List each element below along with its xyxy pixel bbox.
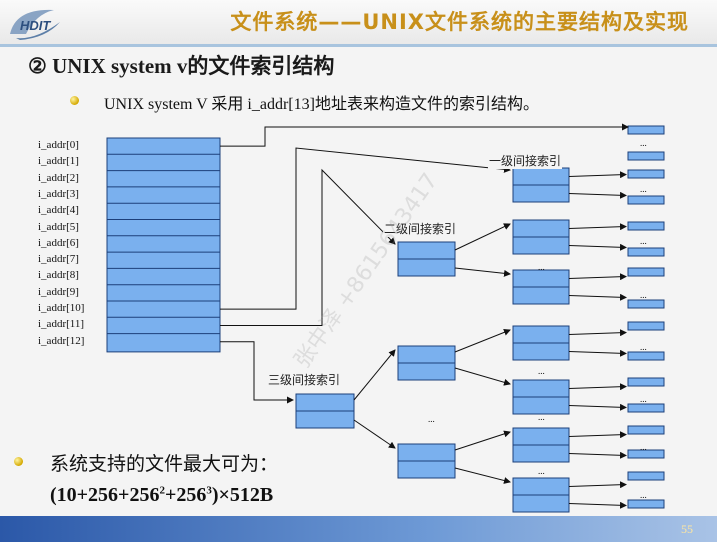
ellipsis: ... <box>640 290 647 300</box>
pointer-arrow <box>568 451 627 459</box>
bullet-icon <box>70 96 79 105</box>
pointer-arrow <box>454 223 511 251</box>
data-block <box>627 321 665 331</box>
pointer-arrow <box>353 349 396 401</box>
triple-indirect-pointer <box>220 341 294 404</box>
i-addr-label: i_addr[7] <box>38 253 79 266</box>
i-addr-label: i_addr[1] <box>38 155 79 168</box>
data-block <box>627 125 665 135</box>
bullet-icon <box>14 457 23 466</box>
data-block <box>627 267 665 277</box>
i-addr-table <box>106 137 221 353</box>
pointer-arrow <box>454 328 511 353</box>
pointer-arrow <box>568 383 627 391</box>
slide-footer: 55 <box>0 516 717 542</box>
data-block <box>627 471 665 481</box>
ellipsis: ... <box>640 236 647 246</box>
i-addr-label: i_addr[2] <box>38 171 79 184</box>
data-block <box>627 377 665 387</box>
svg-text:HDIT: HDIT <box>20 18 51 33</box>
section-heading: ② UNIX system v的文件索引结构 <box>28 54 335 78</box>
data-block <box>627 169 665 179</box>
data-block <box>627 247 665 257</box>
i-addr-label: i_addr[5] <box>38 220 79 233</box>
ellipsis: ... <box>538 412 545 422</box>
i-addr-label: i_addr[9] <box>38 285 79 298</box>
i-addr-label: i_addr[8] <box>38 269 79 282</box>
logo-icon: HDIT <box>10 9 60 40</box>
pointer-arrow <box>568 171 627 179</box>
i-addr-label: i_addr[4] <box>38 204 79 217</box>
ellipsis: ... <box>640 138 647 148</box>
pointer-arrow <box>568 243 627 251</box>
pointer-arrow <box>568 273 627 281</box>
pointer-arrow <box>454 367 511 386</box>
data-block <box>627 425 665 435</box>
pointer-arrow <box>568 223 627 231</box>
ellipsis: ... <box>538 262 545 272</box>
ellipsis: ... <box>538 466 545 476</box>
slide-title: 文件系统——UNIX文件系统的主要结构及实现 <box>230 10 689 34</box>
data-block <box>627 449 665 459</box>
i-addr-label: i_addr[11] <box>38 318 85 331</box>
double-indirect-pointer <box>220 168 396 326</box>
pointer-arrow <box>568 481 627 489</box>
bullet-text: UNIX system V 采用 i_addr[13]地址表来构造文件的索引结构… <box>104 96 539 113</box>
ellipsis: ... <box>640 442 647 452</box>
pointer-arrow <box>454 467 511 484</box>
pointer-arrow <box>568 329 627 337</box>
i-addr-label: i_addr[6] <box>38 236 79 249</box>
direct-pointer <box>220 123 629 147</box>
ellipsis: ... <box>640 490 647 500</box>
data-block <box>627 299 665 309</box>
ellipsis: ... <box>538 366 545 376</box>
pointer-arrow <box>568 501 627 509</box>
ellipsis: ... <box>640 342 647 352</box>
data-block <box>627 351 665 361</box>
i-addr-label: i_addr[12] <box>38 334 85 347</box>
page-number: 55 <box>681 522 693 536</box>
pointer-arrow <box>568 293 627 301</box>
single-indirect-pointer <box>220 147 511 310</box>
pointer-arrow <box>353 419 396 449</box>
pointer-arrow <box>568 431 627 439</box>
i-addr-label: i_addr[10] <box>38 302 85 314</box>
i-addr-label: i_addr[3] <box>38 187 79 200</box>
data-block <box>627 221 665 231</box>
pointer-arrow <box>454 430 511 451</box>
triple-indirect-label: 三级间接索引 <box>267 371 342 388</box>
summary-text: 系统支持的文件最大可为： <box>50 453 279 475</box>
ellipsis: ... <box>428 414 435 424</box>
data-block <box>627 499 665 509</box>
ellipsis: ... <box>640 184 647 194</box>
pointer-arrow <box>568 403 627 411</box>
data-block <box>627 403 665 413</box>
double-indirect-label: 二级间接索引 <box>383 220 458 237</box>
pointer-arrow <box>568 191 627 199</box>
header-divider <box>0 44 717 47</box>
ellipsis: ... <box>640 394 647 404</box>
data-block <box>627 151 665 161</box>
single-indirect-label: 一级间接索引 <box>488 152 563 169</box>
max-size-formula: (10+256+2562+2563)×512B <box>50 484 274 506</box>
i-addr-label: i_addr[0] <box>38 139 79 151</box>
pointer-arrow <box>568 349 627 357</box>
pointer-arrow <box>454 267 511 277</box>
slide-header: HDIT 文件系统——UNIX文件系统的主要结构及实现 <box>0 0 717 44</box>
data-block <box>627 195 665 205</box>
